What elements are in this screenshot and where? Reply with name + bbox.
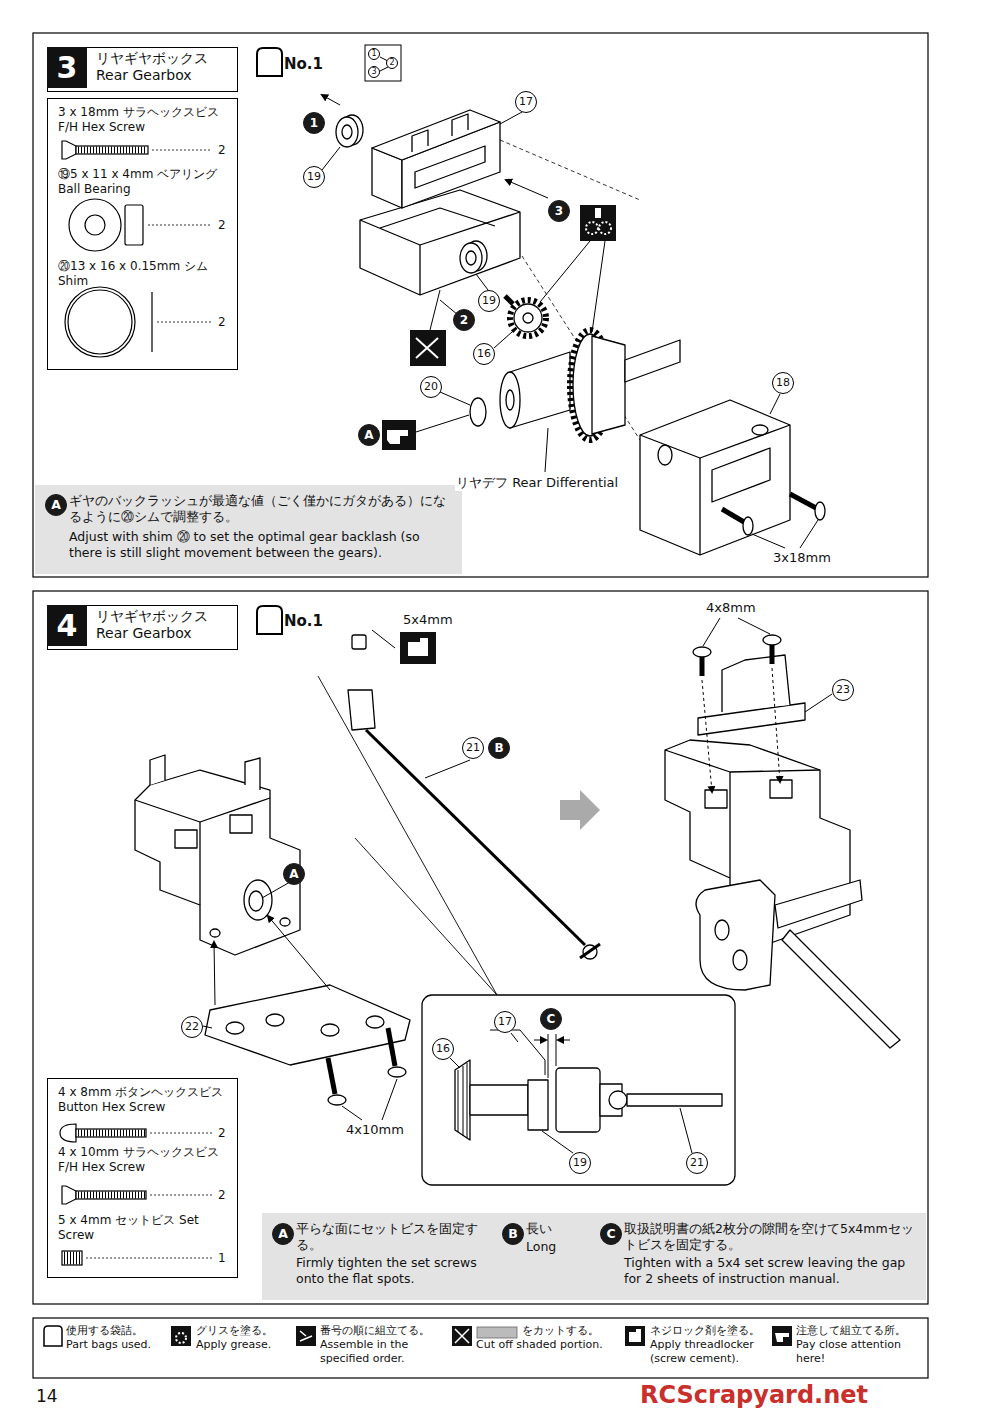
legend-text: をカットする。 Cut off shaded portion. (476, 1324, 619, 1352)
legend-text: 注意して組立てる所。 Pay close attention here! (796, 1324, 924, 1365)
callout-number: 21 (462, 737, 484, 759)
parts-list: 4 x 8mm ボタンヘックスビス Button Hex Screw 2 4 x 1… (47, 1078, 238, 1278)
box-text: ⑲5 x 11 x 4mm ベアリング Ball Bearing (58, 167, 230, 197)
box-text: 3 x 18mm サラヘックスビス F/H Hex Screw (58, 105, 230, 135)
box-text: ギヤのバックラッシュが最適な値（ごく僅かにガタがある）になるように⑳シムで調整す… (69, 493, 454, 524)
note-letter: A (272, 1223, 294, 1245)
box-text: Tighten with a 5x4 set screw leaving the… (624, 1255, 916, 1286)
box-text: 2 (218, 315, 232, 330)
note-box: A平らな面にセットビスを固定する。Firmly tighten the set … (262, 1213, 926, 1300)
bag-number: No.1 (284, 612, 323, 630)
note-letter: A (45, 494, 67, 516)
callout-number: 17 (515, 91, 537, 113)
step-title: リヤギヤボックス Rear Gearbox (96, 608, 234, 642)
dimension-label: 5x4mm (402, 612, 454, 628)
box-text: 2 (218, 1126, 232, 1141)
callout-number: 18 (772, 372, 794, 394)
step-order-number: 2 (453, 309, 475, 331)
step-order-number: 1 (303, 112, 325, 134)
order-number: 3 (368, 66, 380, 78)
note-letter: C (600, 1223, 622, 1245)
box-text: Adjust with shim ⑳ to set the optimal ge… (69, 529, 454, 560)
callout-number: 22 (181, 1016, 203, 1038)
box-text: 5 x 4mm セットビス Set Screw (58, 1213, 230, 1243)
dimension-label: 4x10mm (345, 1122, 405, 1138)
callout-number: 23 (832, 679, 854, 701)
order-number: 2 (386, 57, 398, 69)
box-text: 1 (218, 1251, 232, 1266)
note-letter: A (358, 424, 380, 446)
box-text: Long (526, 1239, 586, 1255)
box-text: 平らな面にセットビスを固定する。 (296, 1221, 486, 1252)
callout-number: 21 (686, 1152, 708, 1174)
page-number: 14 (36, 1386, 58, 1406)
dimension-label: 4x8mm (705, 600, 757, 616)
callout-number: 19 (478, 290, 500, 312)
legend-text: ネジロック剤を塗る。 Apply threadlocker (screw cem… (650, 1324, 768, 1365)
box-text: 取扱説明書の紙2枚分の隙間を空けて5x4mmセットビスを固定する。 (624, 1221, 916, 1252)
callout-number: 16 (473, 343, 495, 365)
box-text: 長い (526, 1221, 586, 1237)
box-text: 4 x 10mm サラヘックスビス F/H Hex Screw (58, 1145, 230, 1175)
box-text: ⑳13 x 16 x 0.15mm シム Shim (58, 259, 230, 289)
callout-number: 17 (494, 1011, 516, 1033)
box-text: Firmly tighten the set screws onto the f… (296, 1255, 491, 1286)
note-letter: A (283, 863, 305, 885)
note-letter: B (502, 1223, 524, 1245)
note-letter: C (540, 1008, 562, 1030)
legend-text: 番号の順に組立てる。 Assemble in the specified ord… (320, 1324, 438, 1365)
step-header: 4 リヤギヤボックス Rear Gearbox (47, 605, 238, 650)
callout-number: 19 (303, 166, 325, 188)
part-label: リヤデフ Rear Differential (455, 475, 619, 491)
dimension-label: 3x18mm (772, 550, 832, 566)
step-number: 4 (47, 605, 87, 646)
order-number: 1 (368, 48, 380, 60)
bag-number: No.1 (284, 55, 323, 73)
parts-list: 3 x 18mm サラヘックスビス F/H Hex Screw 2 ⑲5 x 11 … (47, 98, 238, 370)
legend-text: 使用する袋詰。 Part bags used. (66, 1324, 166, 1352)
box-text: 2 (218, 143, 232, 158)
note-letter: B (488, 737, 510, 759)
box-text: 2 (218, 218, 232, 233)
note-box: Aギヤのバックラッシュが最適な値（ごく僅かにガタがある）になるように⑳シムで調整… (35, 485, 462, 574)
callout-number: 16 (432, 1038, 454, 1060)
step-header: 3 リヤギヤボックス Rear Gearbox (47, 47, 238, 92)
callout-number: 19 (569, 1152, 591, 1174)
legend-text: グリスを塗る。 Apply grease. (196, 1324, 288, 1352)
step-order-number: 3 (548, 200, 570, 222)
callout-number: 20 (420, 376, 442, 398)
box-text: 2 (218, 1188, 232, 1203)
watermark: RCScrapyard.net (640, 1381, 868, 1410)
step-number: 3 (47, 47, 87, 88)
box-text: 4 x 8mm ボタンヘックスビス Button Hex Screw (58, 1085, 230, 1115)
step-title: リヤギヤボックス Rear Gearbox (96, 50, 234, 84)
